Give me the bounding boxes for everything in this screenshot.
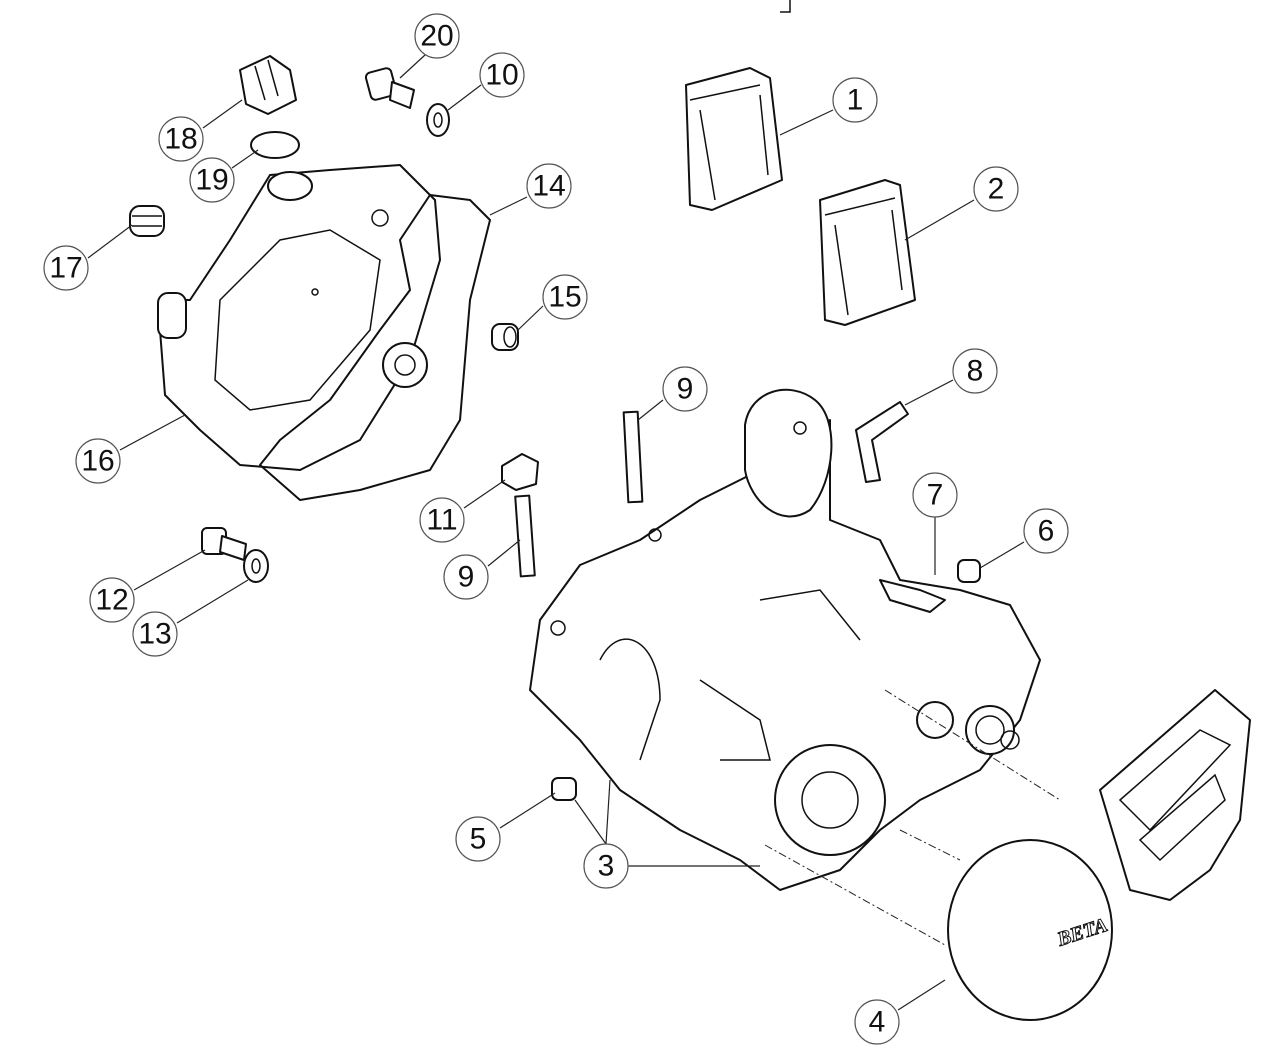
part-12-bolt	[201, 527, 247, 561]
svg-text:4: 4	[869, 1006, 886, 1039]
part-11-nut	[501, 453, 539, 491]
part-16-clutch-cover	[157, 164, 441, 471]
callout-7: 7	[912, 472, 958, 518]
callout-8: 8	[952, 348, 998, 394]
callout-9-lower: 9	[443, 554, 489, 600]
svg-text:17: 17	[49, 252, 82, 285]
callout-2: 2	[973, 166, 1019, 212]
part-5-dowel	[551, 777, 577, 801]
svg-text:10: 10	[485, 59, 518, 92]
part-10-washer	[426, 103, 450, 137]
callout-20: 20	[414, 13, 460, 59]
part-20-bolt	[364, 67, 415, 109]
svg-text:14: 14	[532, 170, 565, 203]
callout-13: 13	[132, 611, 178, 657]
part-17-plug	[129, 205, 165, 237]
svg-text:20: 20	[420, 20, 453, 53]
callout-19: 19	[189, 157, 235, 203]
svg-text:9: 9	[458, 561, 475, 594]
svg-text:7: 7	[927, 479, 944, 512]
svg-text:2: 2	[988, 173, 1005, 206]
part-9-stud-lower	[514, 494, 536, 578]
callout-12: 12	[89, 577, 135, 623]
part-2-reed-packet	[819, 179, 916, 326]
callout-10: 10	[479, 52, 525, 98]
part-13-washer	[243, 549, 269, 583]
callout-3: 3	[583, 843, 629, 889]
part-18-filler-plug	[239, 55, 297, 115]
part-6-dowel	[957, 559, 981, 583]
svg-text:5: 5	[470, 823, 487, 856]
svg-text:13: 13	[138, 618, 171, 651]
svg-text:11: 11	[426, 504, 457, 537]
svg-text:19: 19	[195, 164, 228, 197]
callout-15: 15	[542, 274, 588, 320]
svg-text:9: 9	[677, 373, 694, 406]
alignment-lines	[764, 689, 1061, 946]
part-4-ignition-cover: BETA	[947, 689, 1251, 1021]
callout-1: 1	[832, 77, 878, 123]
part-8-fitting	[855, 401, 909, 483]
part-19-o-ring	[250, 131, 300, 159]
svg-text:16: 16	[81, 445, 114, 478]
callout-11: 11	[419, 497, 465, 543]
part-7-gasket	[879, 579, 946, 613]
leader-lines	[87, 54, 1025, 1011]
svg-text:1: 1	[847, 84, 864, 117]
callout-16: 16	[75, 438, 121, 484]
callout-5: 5	[455, 816, 501, 862]
svg-text:3: 3	[598, 850, 615, 883]
svg-text:12: 12	[95, 584, 128, 617]
callout-14: 14	[526, 163, 572, 209]
svg-text:15: 15	[548, 281, 581, 314]
callout-18: 18	[158, 116, 204, 162]
svg-text:8: 8	[967, 355, 984, 388]
callout-17: 17	[43, 245, 89, 291]
callout-6: 6	[1023, 508, 1069, 554]
callout-9-upper: 9	[662, 366, 708, 412]
part-14-gasket	[259, 194, 491, 501]
callout-4: 4	[854, 999, 900, 1045]
svg-text:6: 6	[1038, 515, 1055, 548]
part-1-reed-packet	[685, 67, 783, 211]
part-3-crankcase	[529, 388, 1041, 891]
part-15-dowel	[491, 323, 519, 351]
svg-text:18: 18	[164, 123, 197, 156]
crop-mark	[780, 0, 791, 13]
part-9-stud-upper	[622, 410, 644, 504]
